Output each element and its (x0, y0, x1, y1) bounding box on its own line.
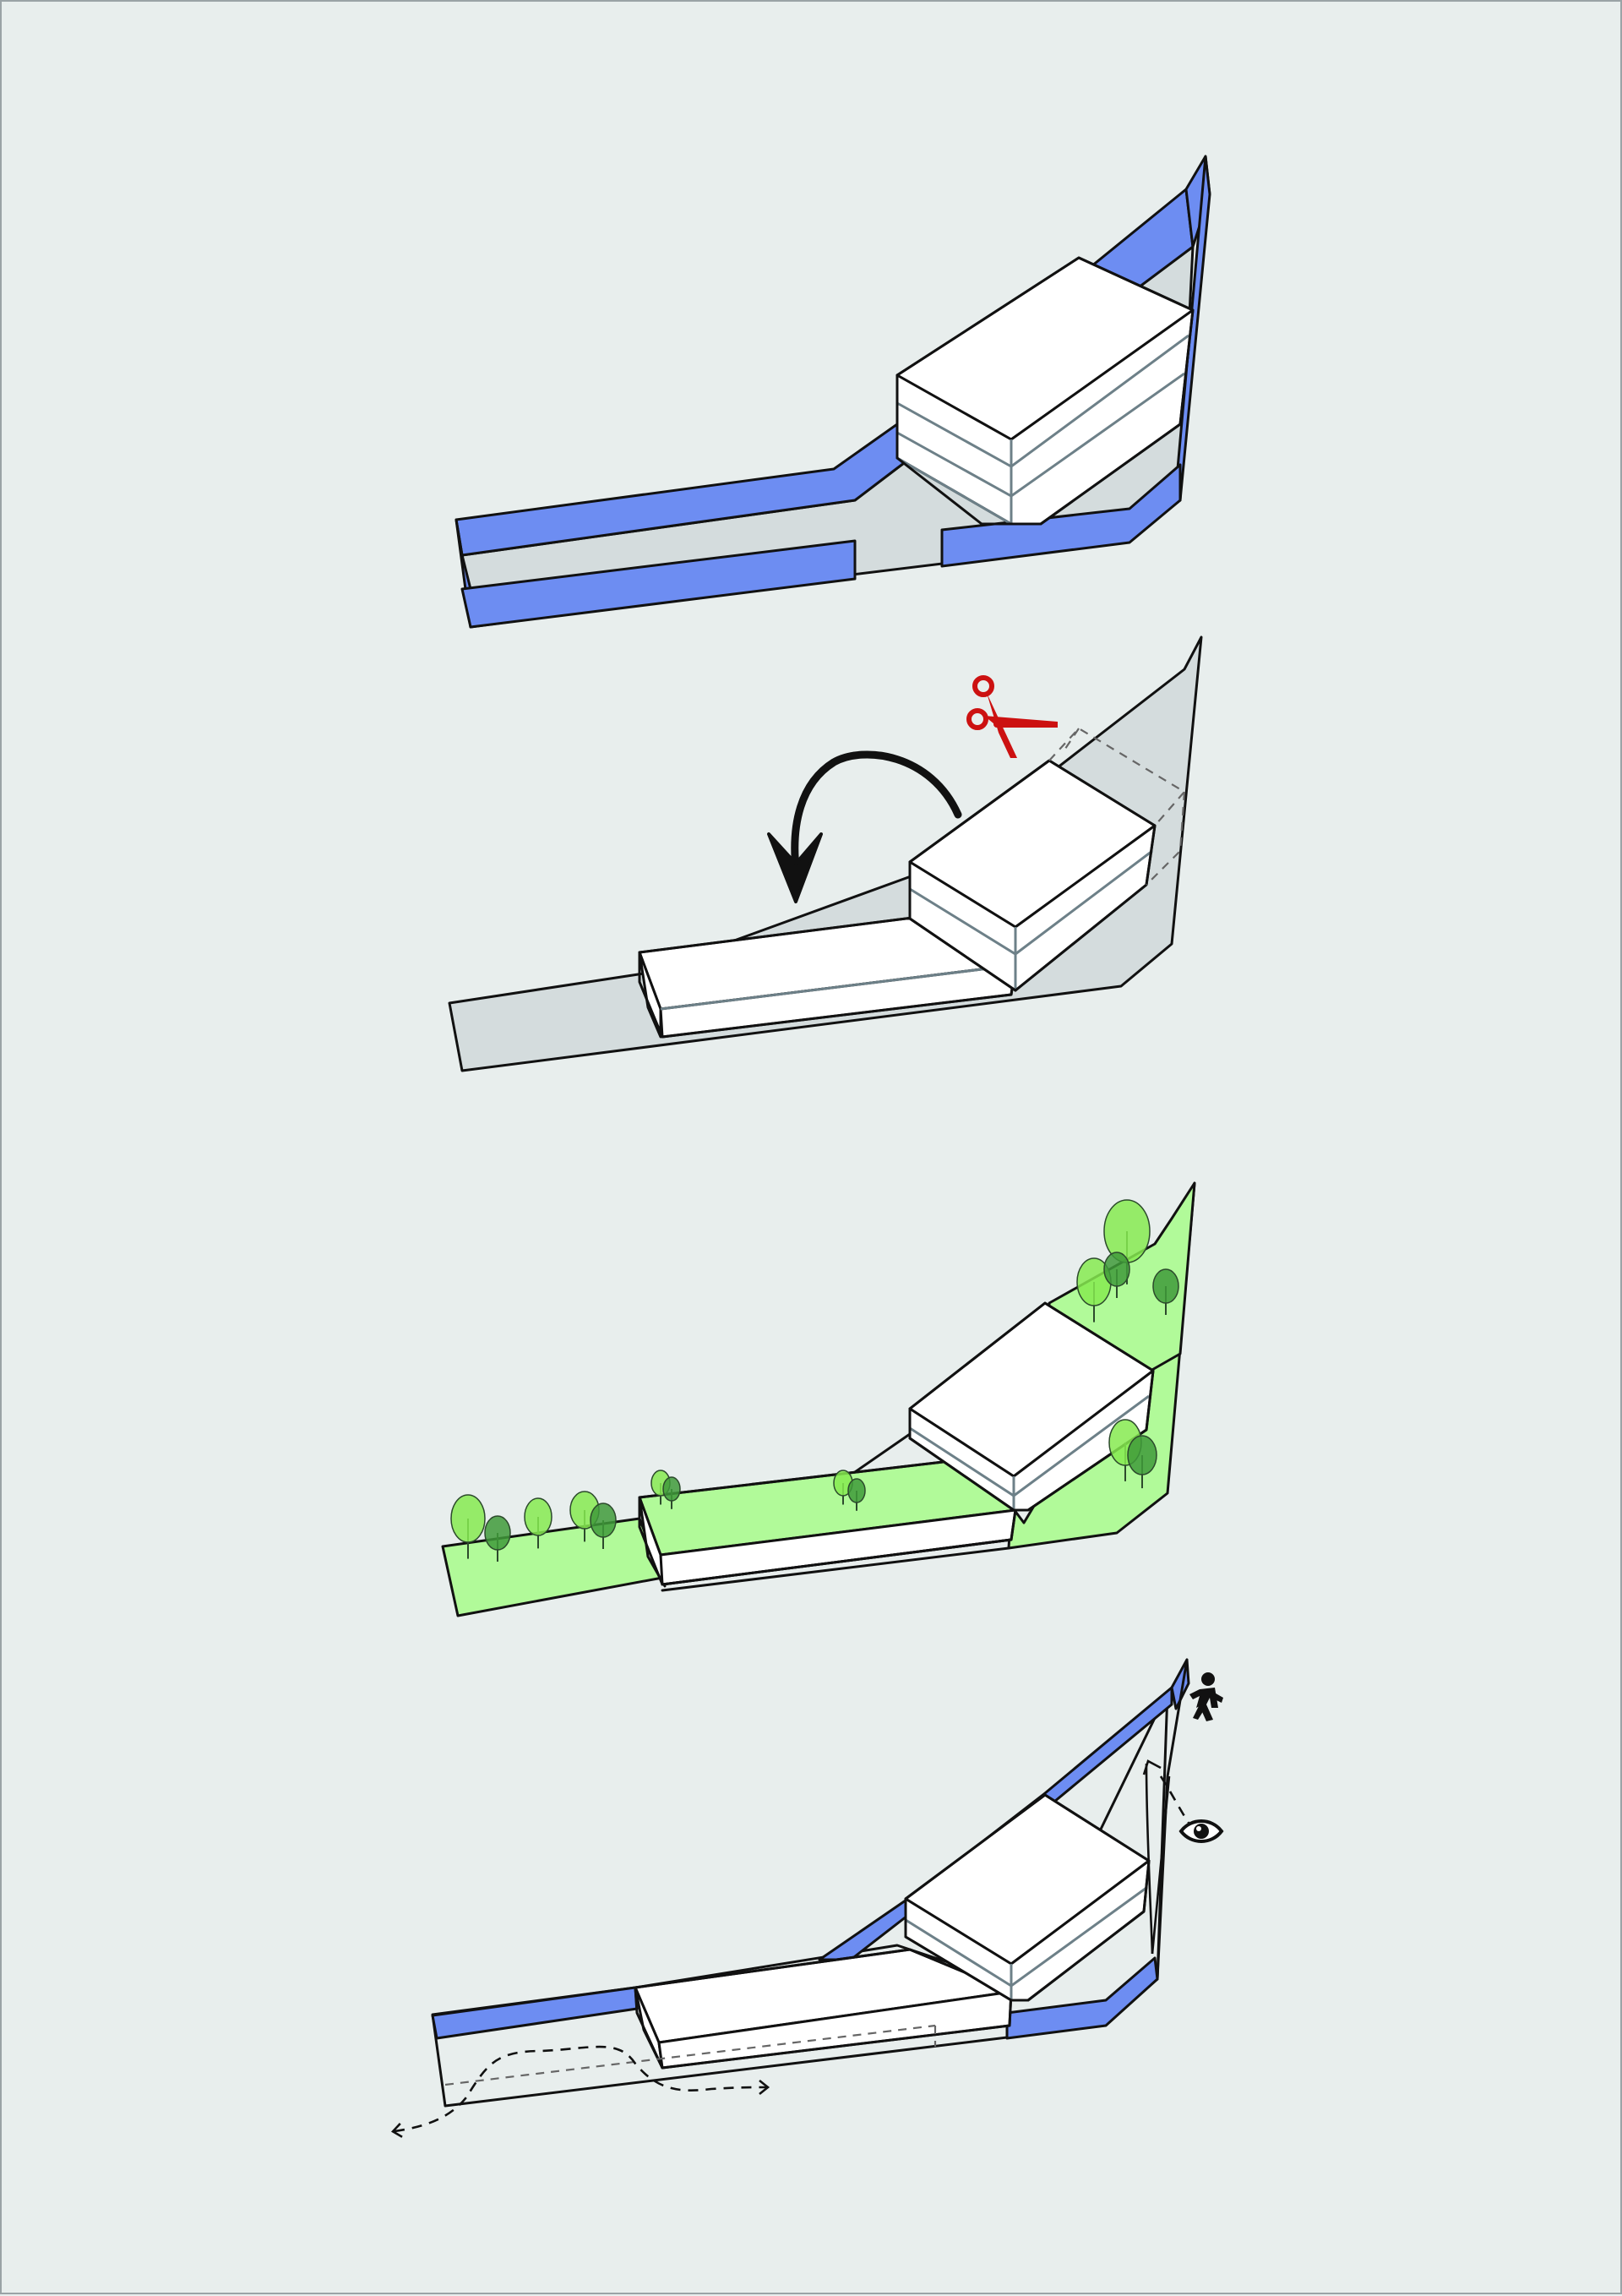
panel-1-site-with-building (454, 155, 1211, 629)
tree-crown (590, 1502, 617, 1538)
eye-icon (1178, 1819, 1224, 1843)
tree-crown (662, 1476, 681, 1502)
panel-4-circulation-and-views (390, 1658, 1224, 2138)
tree-icon (450, 1199, 1179, 1562)
tree-crown (1127, 1435, 1157, 1475)
tree-crown (1103, 1252, 1130, 1287)
tree-crown (1152, 1268, 1179, 1304)
tree-crown (524, 1497, 552, 1536)
panel-2-cut-and-fold (448, 635, 1203, 1072)
tree-crown (484, 1515, 511, 1551)
curved-arrow-icon (767, 750, 962, 903)
tree-crown (450, 1494, 486, 1543)
water-channel-front-right (940, 463, 1182, 568)
water-channel-front-left-face (460, 539, 857, 629)
removed-volume-outline (1048, 727, 1186, 886)
building-block (895, 256, 1195, 526)
tree-crown (1103, 1199, 1151, 1263)
tree-crown (847, 1478, 866, 1503)
panel-3-green-roof (441, 1181, 1196, 1617)
walking-person-icon (1189, 1672, 1223, 1721)
building-block (904, 759, 1157, 992)
bar-building (634, 1948, 1013, 2070)
green-roof-bar (638, 1458, 1017, 1592)
view-arrow (1142, 1759, 1190, 1955)
building-block (853, 1301, 1155, 1512)
dashed-path-arrow-icon (390, 2045, 770, 2138)
scissors-icon (966, 675, 1058, 758)
underground-dashed-outline (444, 2024, 937, 2086)
